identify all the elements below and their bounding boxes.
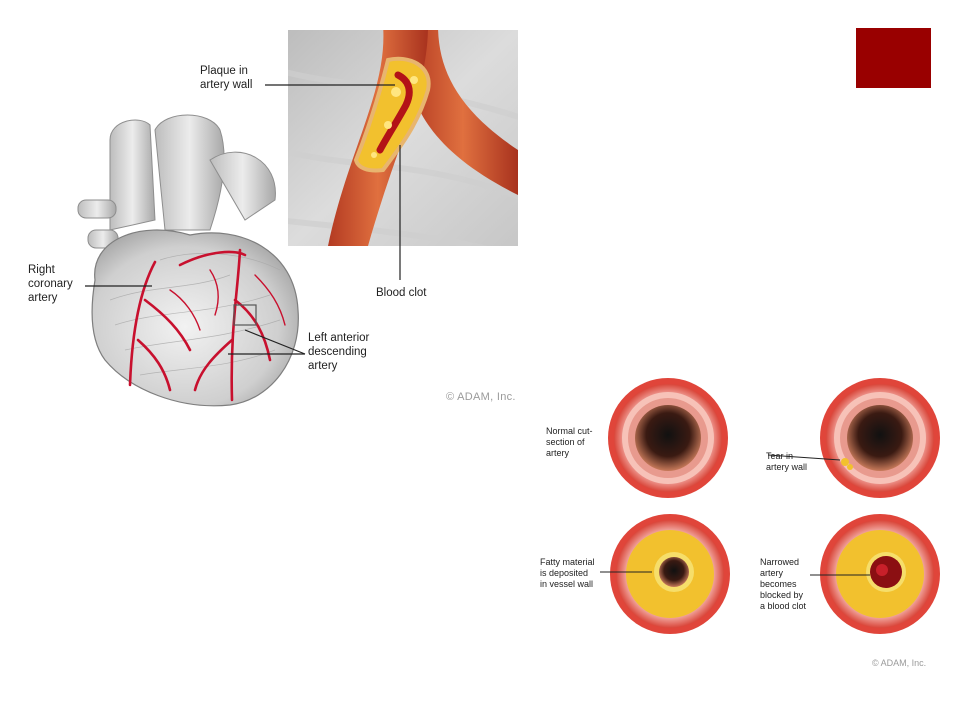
label-blood-clot: Blood clot xyxy=(376,287,427,299)
label-left-anterior-descending-artery: Left anterior descending artery xyxy=(308,332,370,372)
cross-section-fatty xyxy=(610,514,730,634)
accent-square xyxy=(856,28,931,88)
label-normal-cut-section: Normal cut- section of artery xyxy=(546,426,593,458)
cross-section-narrowed xyxy=(820,514,940,634)
artery-cross-sections xyxy=(600,378,940,634)
copyright-heart: © ADAM, Inc. xyxy=(446,391,516,403)
cross-section-tear xyxy=(820,378,940,498)
copyright-cross-sections: © ADAM, Inc. xyxy=(872,658,927,668)
heart-illustration xyxy=(77,114,299,407)
label-right-coronary-artery: Right coronary artery xyxy=(28,264,73,304)
label-plaque-in-artery-wall: Plaque in artery wall xyxy=(200,65,253,91)
label-fatty-material: Fatty material is deposited in vessel wa… xyxy=(540,557,595,589)
cross-section-normal xyxy=(608,378,728,498)
artery-closeup-panel xyxy=(288,30,518,246)
label-tear-in-artery-wall: Tear in artery wall xyxy=(766,451,808,472)
label-narrowed-artery: Narrowed artery becomes blocked by a blo… xyxy=(760,557,807,611)
